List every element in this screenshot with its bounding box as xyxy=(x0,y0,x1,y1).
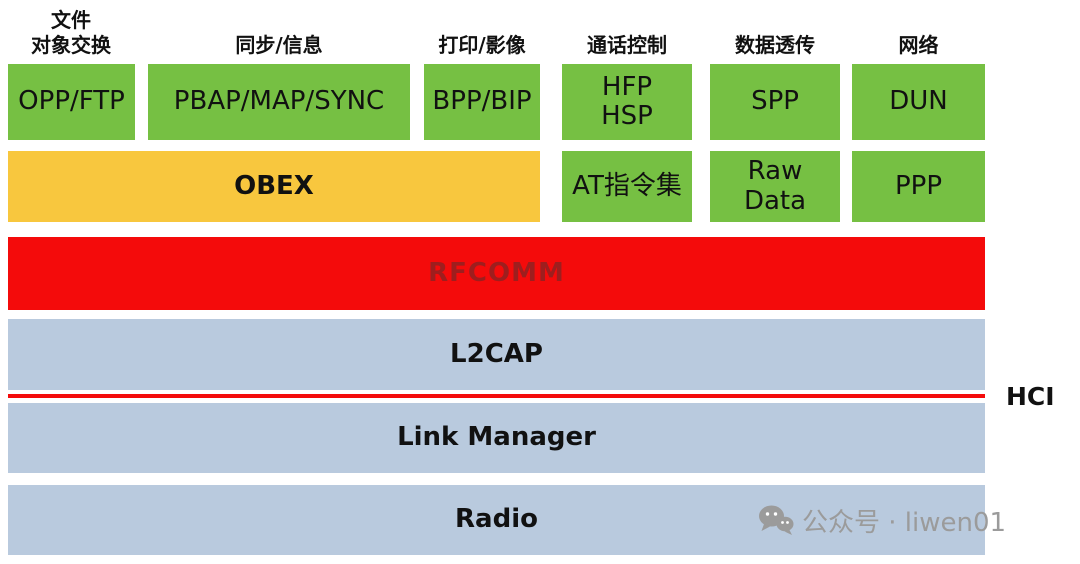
hci-label: HCI xyxy=(1006,381,1055,411)
column-header-call-control: 通话控制 xyxy=(587,33,667,57)
column-header-sync-info: 同步/信息 xyxy=(235,33,323,57)
l2cap-label: L2CAP xyxy=(450,338,543,369)
wechat-icon xyxy=(758,504,794,536)
hci-divider-line xyxy=(8,394,985,398)
box-dun: DUN xyxy=(852,64,985,140)
column-header-data-passthrough: 数据透传 xyxy=(735,33,815,57)
box-hfp-hsp: HFP HSP xyxy=(562,64,692,140)
box-spp: SPP xyxy=(710,64,840,140)
box-pbap-map-sync: PBAP/MAP/SYNC xyxy=(148,64,410,140)
box-raw-data: Raw Data xyxy=(710,151,840,222)
box-ppp: PPP xyxy=(852,151,985,222)
column-header-file-object-exchange: 文件 对象交换 xyxy=(31,8,111,57)
box-at-command-set: AT指令集 xyxy=(562,151,692,222)
box-obex: OBEX xyxy=(8,151,540,222)
layer-rfcomm: RFCOMM xyxy=(8,237,985,310)
layer-radio: Radio xyxy=(8,485,985,555)
column-header-network: 网络 xyxy=(898,33,939,57)
layer-l2cap: L2CAP xyxy=(8,319,985,390)
column-header-print-imaging: 打印/影像 xyxy=(438,33,526,57)
layer-link-manager: Link Manager xyxy=(8,403,985,473)
rfcomm-label: RFCOMM xyxy=(428,257,565,288)
box-opp-ftp: OPP/FTP xyxy=(8,64,135,140)
box-bpp-bip: BPP/BIP xyxy=(424,64,540,140)
watermark-text: 公众号 · liwen01 xyxy=(802,507,1007,538)
radio-label: Radio xyxy=(455,504,538,535)
watermark: 公众号 · liwen01 xyxy=(758,500,1006,540)
link-manager-label: Link Manager xyxy=(397,422,596,453)
